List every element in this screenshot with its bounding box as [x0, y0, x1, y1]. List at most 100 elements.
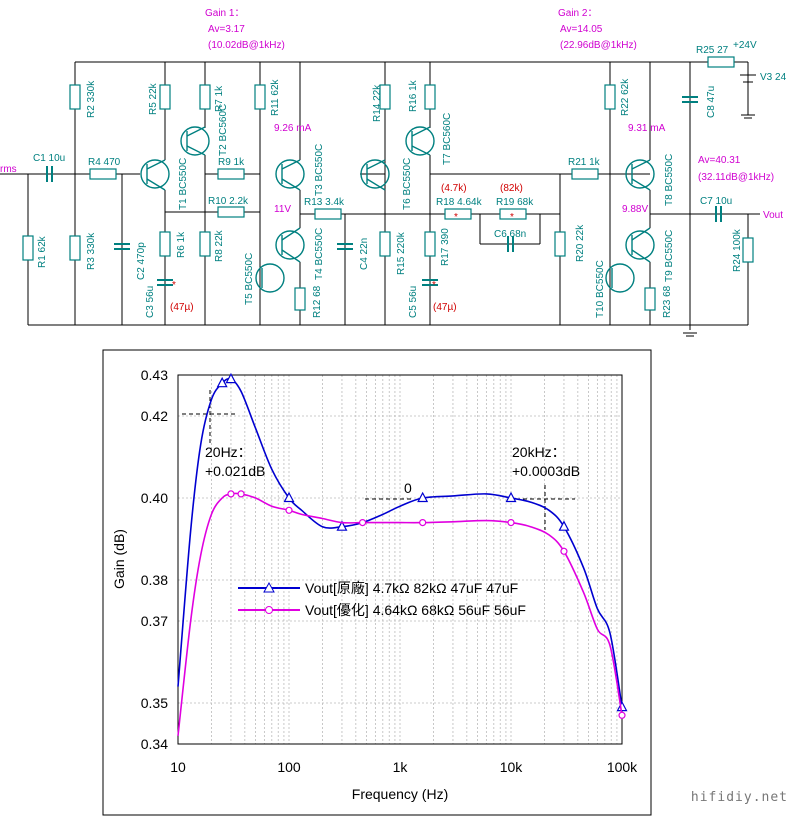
r20-label: R20 22k — [575, 224, 586, 262]
r19-label: R19 68k — [496, 197, 534, 208]
chart-grid — [178, 375, 622, 744]
x-tick-label: 100k — [607, 759, 638, 775]
output-label: Vout — [763, 210, 783, 221]
vertical-labels: R1 62k R2 330k R3 330k C2 470p R5 22k R7… — [37, 78, 743, 318]
y-tick-label: 0.42 — [141, 408, 168, 424]
series-point-optimized — [237, 490, 245, 498]
legend-original: Vout[原廠] 4.7kΩ 82kΩ 47uF 47uF — [305, 580, 518, 596]
x-axis-label: Frequency (Hz) — [352, 786, 448, 802]
annotation-zero: 0 — [404, 480, 412, 496]
series-point-optimized — [358, 519, 367, 527]
input-label: rms — [0, 164, 17, 175]
legend-optimized: Vout[優化] 4.64kΩ 68kΩ 56uF 56uF — [305, 602, 526, 618]
r21-label: R21 1k — [568, 157, 601, 168]
c5-label: C5 56u — [408, 286, 419, 318]
r15-label: R15 220k — [396, 231, 407, 275]
c3-label: C3 56u — [145, 286, 156, 318]
r18-label: R18 4.64k — [436, 197, 483, 208]
current-stage2: 9.31 mA — [628, 123, 666, 134]
t5-label: T5 BC550C — [244, 253, 255, 305]
voltage-stage1: 11V — [274, 204, 291, 215]
r18-original-value: (4.7k) — [441, 183, 467, 194]
x-tick-label: 100 — [277, 759, 301, 775]
r10-label: R10 2.2k — [208, 196, 249, 207]
series-point-optimized — [227, 490, 235, 498]
r12-label: R12 68 — [312, 285, 323, 318]
series-point-original — [216, 376, 228, 388]
series-point-original — [283, 491, 295, 503]
stage2-gain-db: (22.96dB@1kHz) — [560, 40, 637, 51]
r6-label: R6 1k — [176, 231, 187, 258]
series-point-original — [505, 491, 517, 503]
r13-label: R13 3.4k — [304, 197, 345, 208]
r8-label: R8 22k — [214, 229, 225, 262]
c7-label: C7 10u — [700, 196, 732, 207]
series-point-original — [417, 491, 429, 503]
stage1-gain-title: Gain 1： — [205, 8, 244, 19]
total-gain-av: Av=40.31 — [698, 155, 741, 166]
legend-marker-original — [263, 581, 275, 593]
y-tick-label: 0.40 — [141, 490, 168, 506]
voltage-stage2: 9.88V — [622, 204, 648, 215]
y-tick-label: 0.43 — [141, 367, 168, 383]
annotation-20khz-value: +0.0003dB — [512, 463, 580, 479]
annotation-20khz-title: 20kHz： — [512, 444, 566, 460]
t7-label: T7 BC560C — [442, 113, 453, 165]
series-point-optimized — [618, 711, 626, 719]
t2-label: T2 BC560C — [218, 104, 229, 156]
r19-original-value: (82k) — [500, 183, 523, 194]
c3-original-value: (47µ) — [170, 302, 194, 313]
stage1-gain-db: (10.02dB@1kHz) — [208, 40, 285, 51]
legend: Vout[原廠] 4.7kΩ 82kΩ 47uF 47uF Vout[優化] 4… — [238, 580, 526, 618]
r3-label: R3 330k — [86, 232, 97, 270]
stage2-gain-title: Gain 2： — [558, 8, 597, 19]
annotation-20hz-value: +0.021dB — [205, 463, 265, 479]
y-tick-label: 0.38 — [141, 572, 168, 588]
x-tick-label: 10 — [170, 759, 186, 775]
x-tick-labels: 10 100 1k 10k 100k — [170, 759, 638, 775]
r2-label: R2 330k — [86, 80, 97, 118]
r22-label: R22 62k — [620, 78, 631, 116]
c6-label: C6 68n — [494, 229, 526, 240]
total-gain-db: (32.11dB@1kHz) — [698, 172, 774, 183]
c5-original-value: (47µ) — [433, 302, 457, 313]
change-marker: * — [172, 280, 176, 291]
r14-label: R14 22k — [372, 84, 383, 122]
r11-label: R11 62k — [270, 78, 281, 116]
series-point-optimized — [560, 547, 568, 555]
change-marker: * — [510, 212, 514, 223]
current-stage1: 9.26 mA — [274, 123, 312, 134]
change-marker: * — [454, 212, 458, 223]
c8-label: C8 47u — [706, 86, 717, 118]
t1-label: T1 BC550C — [178, 158, 189, 210]
legend-marker-optimized — [265, 606, 273, 614]
series-point-original — [225, 372, 237, 384]
x-tick-label: 1k — [393, 759, 409, 775]
series-point-optimized — [507, 519, 515, 527]
x-tick-label: 10k — [500, 759, 524, 775]
series-point-optimized — [419, 519, 427, 527]
t8-label: T8 BC550C — [664, 154, 675, 206]
y-tick-label: 0.34 — [141, 736, 168, 752]
t9-label: T9 BC550C — [664, 230, 675, 282]
y-tick-label: 0.37 — [141, 613, 168, 629]
t6-label: T6 BC550C — [402, 158, 413, 210]
r7-label: R7 1k — [214, 85, 225, 112]
y-tick-label: 0.35 — [141, 695, 168, 711]
change-marker: * — [432, 280, 436, 291]
t10-label: T10 BC550C — [595, 260, 606, 318]
r24-label: R24 100k — [732, 228, 743, 272]
y-tick-labels: 0.43 0.42 0.40 0.38 0.37 0.35 0.34 — [141, 367, 168, 752]
r9-label: R9 1k — [218, 157, 245, 168]
amplifier-schematic: Gain 1： Av=3.17 (10.02dB@1kHz) Gain 2： A… — [0, 8, 787, 337]
series-point-original — [336, 520, 348, 531]
annotation-20hz-title: 20Hz： — [205, 444, 252, 460]
y-axis-label: Gain (dB) — [111, 529, 127, 589]
stage1-gain-av: Av=3.17 — [208, 24, 245, 35]
t3-label: T3 BC550C — [314, 144, 325, 196]
series-point-optimized — [285, 506, 293, 514]
watermark: hifidiy.net — [690, 790, 788, 805]
r4-label: R4 470 — [88, 157, 121, 168]
c2-label: C2 470p — [136, 242, 147, 280]
